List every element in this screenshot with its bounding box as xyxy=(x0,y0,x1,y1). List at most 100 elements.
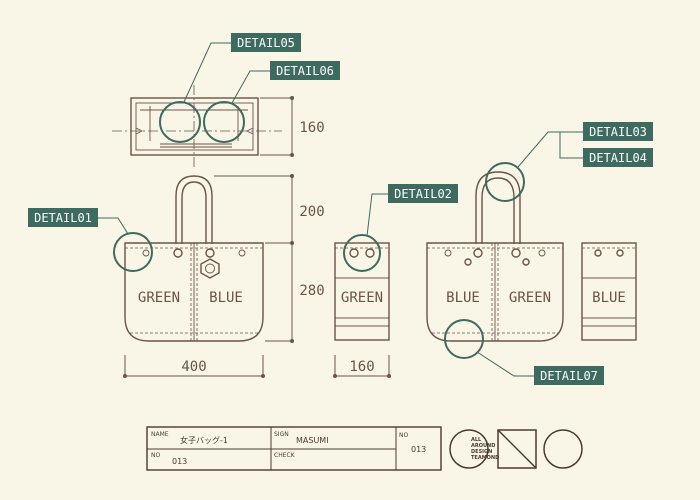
back-label-blue: BLUE xyxy=(446,290,480,306)
back-view: BLUE GREEN xyxy=(426,162,564,359)
dim-dot xyxy=(261,374,265,378)
back-snap-left xyxy=(464,258,472,266)
front-label-green: GREEN xyxy=(138,290,180,306)
dim-dot xyxy=(290,339,294,343)
dim-dot xyxy=(290,96,294,100)
side-right-rivet xyxy=(616,249,624,257)
side-right-body xyxy=(581,242,637,341)
detail02-label: DETAIL02 xyxy=(394,187,452,201)
back-bag-body xyxy=(426,242,564,342)
detail01-ring xyxy=(113,232,153,272)
detail04-leader xyxy=(559,132,583,159)
top-view-inner xyxy=(135,102,254,151)
back-handle-inner xyxy=(481,177,515,244)
back-rivet-left xyxy=(473,248,483,258)
logo-line1: ALL xyxy=(471,437,482,443)
logo: ALL AROUND DESIGN TEAMOND xyxy=(449,429,583,469)
back-eyelet-left xyxy=(444,249,452,257)
logo-line2: AROUND xyxy=(471,443,495,449)
detail07-label: DETAIL07 xyxy=(540,369,598,383)
tb-no-value: 013 xyxy=(172,457,187,466)
horizontal-dimensions: 400 160 xyxy=(123,355,391,378)
detail04-tag xyxy=(583,148,653,167)
side-left-rivet xyxy=(365,248,375,258)
detail05-ring xyxy=(159,101,201,143)
dim-dot xyxy=(290,174,294,178)
detail05-tag xyxy=(231,33,301,52)
detail06-tag xyxy=(270,61,340,80)
dim-dot xyxy=(123,374,127,378)
front-handle-inner xyxy=(181,181,207,244)
side-left-label: GREEN xyxy=(341,290,383,306)
side-right-rivet xyxy=(594,249,602,257)
detail06-label: DETAIL06 xyxy=(276,64,334,78)
dim-dot xyxy=(290,241,294,245)
front-bag-body xyxy=(124,242,264,342)
detail06-ring xyxy=(203,101,245,143)
title-block: NAME 女子バッグ-1 SIGN MASUMI NO 013 CHECK NO… xyxy=(146,426,442,471)
detail02-tag xyxy=(388,184,458,203)
front-eyelet-right xyxy=(238,249,246,257)
back-snap-right xyxy=(522,258,530,266)
hex-badge-center xyxy=(205,263,215,274)
side-left-rivet xyxy=(349,248,359,258)
detail05-leader xyxy=(183,42,231,103)
dim-dot xyxy=(387,374,391,378)
top-view-outline xyxy=(130,97,259,156)
detail07-leader xyxy=(476,351,534,377)
tb-check-label: CHECK xyxy=(274,452,296,459)
detail01-label: DETAIL01 xyxy=(34,211,92,225)
tb-name-label: NAME xyxy=(151,431,169,438)
logo-diagonal xyxy=(497,429,537,469)
detail03-tag xyxy=(583,122,653,141)
detail01-tag xyxy=(28,208,98,227)
front-rivet-right xyxy=(205,248,215,258)
detail05-label: DETAIL05 xyxy=(237,36,295,50)
tb-sign-value: MASUMI xyxy=(296,436,329,445)
side-view-right: BLUE xyxy=(581,242,637,341)
logo-line3: DESIGN xyxy=(471,449,492,455)
top-view xyxy=(112,85,282,168)
dim-depth-value: 160 xyxy=(299,120,324,136)
detail03-label: DETAIL03 xyxy=(589,125,647,139)
vertical-dimensions: 160 200 280 xyxy=(214,96,325,343)
tb-no-label: NO xyxy=(151,452,160,459)
detail01-leader xyxy=(98,217,129,235)
detail06-leader xyxy=(231,70,270,104)
dim-body-value: 280 xyxy=(299,283,324,299)
detail07-ring xyxy=(444,319,484,359)
back-eyelet-right xyxy=(538,249,546,257)
logo-circle-left xyxy=(449,429,489,469)
logo-circle-right xyxy=(543,429,583,469)
side-right-label: BLUE xyxy=(592,290,626,306)
top-view-side-notch-left xyxy=(135,127,144,135)
side-view-left: GREEN xyxy=(334,234,390,341)
back-label-green: GREEN xyxy=(509,290,551,306)
dim-dot xyxy=(333,374,337,378)
dim-dot xyxy=(290,153,294,157)
front-eyelet-left xyxy=(142,249,150,257)
tb-sign-label: SIGN xyxy=(274,431,289,438)
logo-square xyxy=(497,429,537,469)
tb-name-value: 女子バッグ-1 xyxy=(180,435,228,445)
front-label-blue: BLUE xyxy=(209,290,243,306)
dim-handle-value: 200 xyxy=(299,204,324,220)
front-view: GREEN BLUE xyxy=(113,175,264,342)
back-handle-outer xyxy=(475,171,521,244)
detail03-ring xyxy=(485,162,525,202)
detail07-tag xyxy=(534,366,604,385)
front-rivet-left xyxy=(173,248,183,258)
tb-no-label-right: NO xyxy=(399,432,408,439)
detail03-leader xyxy=(517,131,583,168)
detail-callouts: DETAIL05 DETAIL06 DETAIL03 DETAIL04 DETA… xyxy=(28,33,653,385)
back-rivet-right xyxy=(511,248,521,258)
side-left-body xyxy=(334,242,390,341)
detail04-label: DETAIL04 xyxy=(589,151,647,165)
top-view-side-notch-right xyxy=(245,127,254,135)
logo-line4: TEAMOND xyxy=(471,455,499,461)
dim-side-width-value: 160 xyxy=(349,359,374,375)
front-handle-outer xyxy=(175,175,213,244)
hex-badge-icon xyxy=(200,258,220,279)
